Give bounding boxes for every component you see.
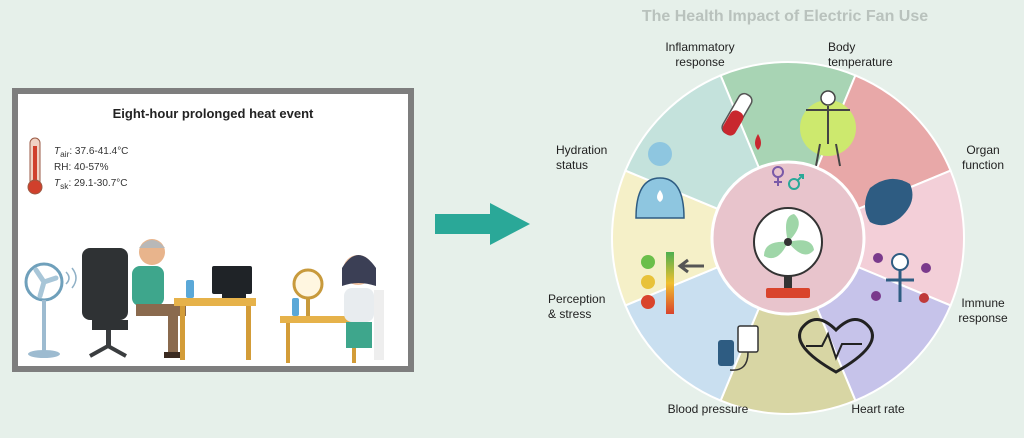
condition-subscript: sk [60, 181, 69, 191]
segment-label: Hydration status [556, 143, 608, 172]
arrow-icon [435, 203, 530, 245]
segment-label: Inflammatory response [665, 40, 735, 69]
perception-scale-icon [641, 252, 704, 314]
segment-label: Blood pressure [667, 402, 749, 416]
condition-symbol: T [54, 146, 61, 157]
blood-tube-icon [721, 92, 761, 150]
condition-relative-humidity: RH: 40-57% [54, 162, 108, 173]
organ-icon [865, 178, 913, 226]
condition-skin-temperature: Tsk: 29.1-30.7°C [54, 178, 127, 191]
blood-pressure-icon [718, 325, 759, 371]
scenario-title: Eight-hour prolonged heat event [112, 106, 314, 121]
segment-label: Heart rate [851, 402, 905, 416]
woman-figure [342, 255, 384, 360]
electric-fan-icon [753, 207, 823, 298]
condition-symbol: T [54, 178, 61, 189]
heat-event-panel: Eight-hour prolonged heat event Tair: 37… [12, 88, 414, 372]
office-chair [82, 248, 128, 358]
segment-icons [635, 90, 931, 374]
segment-label: Perception & stress [548, 292, 606, 321]
segment-label: Body temperature [828, 40, 893, 69]
heart-rate-icon [798, 318, 874, 374]
condition-subscript: air [60, 149, 70, 159]
condition-symbol: RH [54, 162, 69, 173]
desk [174, 266, 256, 360]
thermometer-icon [27, 137, 43, 195]
man-figure [132, 239, 186, 358]
hydration-icon [635, 142, 685, 219]
gender-symbols-icon [772, 166, 804, 190]
office-scene [24, 137, 384, 363]
immune-icon [871, 253, 931, 303]
condition-value: : 37.6-41.4°C [69, 146, 129, 157]
body-temperature-icon [800, 90, 856, 167]
figure-title: The Health Impact of Electric Fan Use [641, 8, 929, 25]
condition-value: : 29.1-30.7°C [68, 178, 128, 189]
segment-label: Immune response [958, 296, 1008, 325]
standing-fan [24, 262, 77, 358]
wheel-segment [719, 235, 857, 415]
wheel-segment [785, 169, 965, 307]
health-impact-wheel [611, 61, 965, 415]
condition-value: : 40-57% [68, 162, 109, 173]
flow-arrow [435, 203, 530, 245]
wheel-center [710, 160, 866, 316]
condition-air-temperature: Tair: 37.6-41.4°C [54, 146, 128, 159]
segment-label: Organ function [961, 143, 1005, 172]
